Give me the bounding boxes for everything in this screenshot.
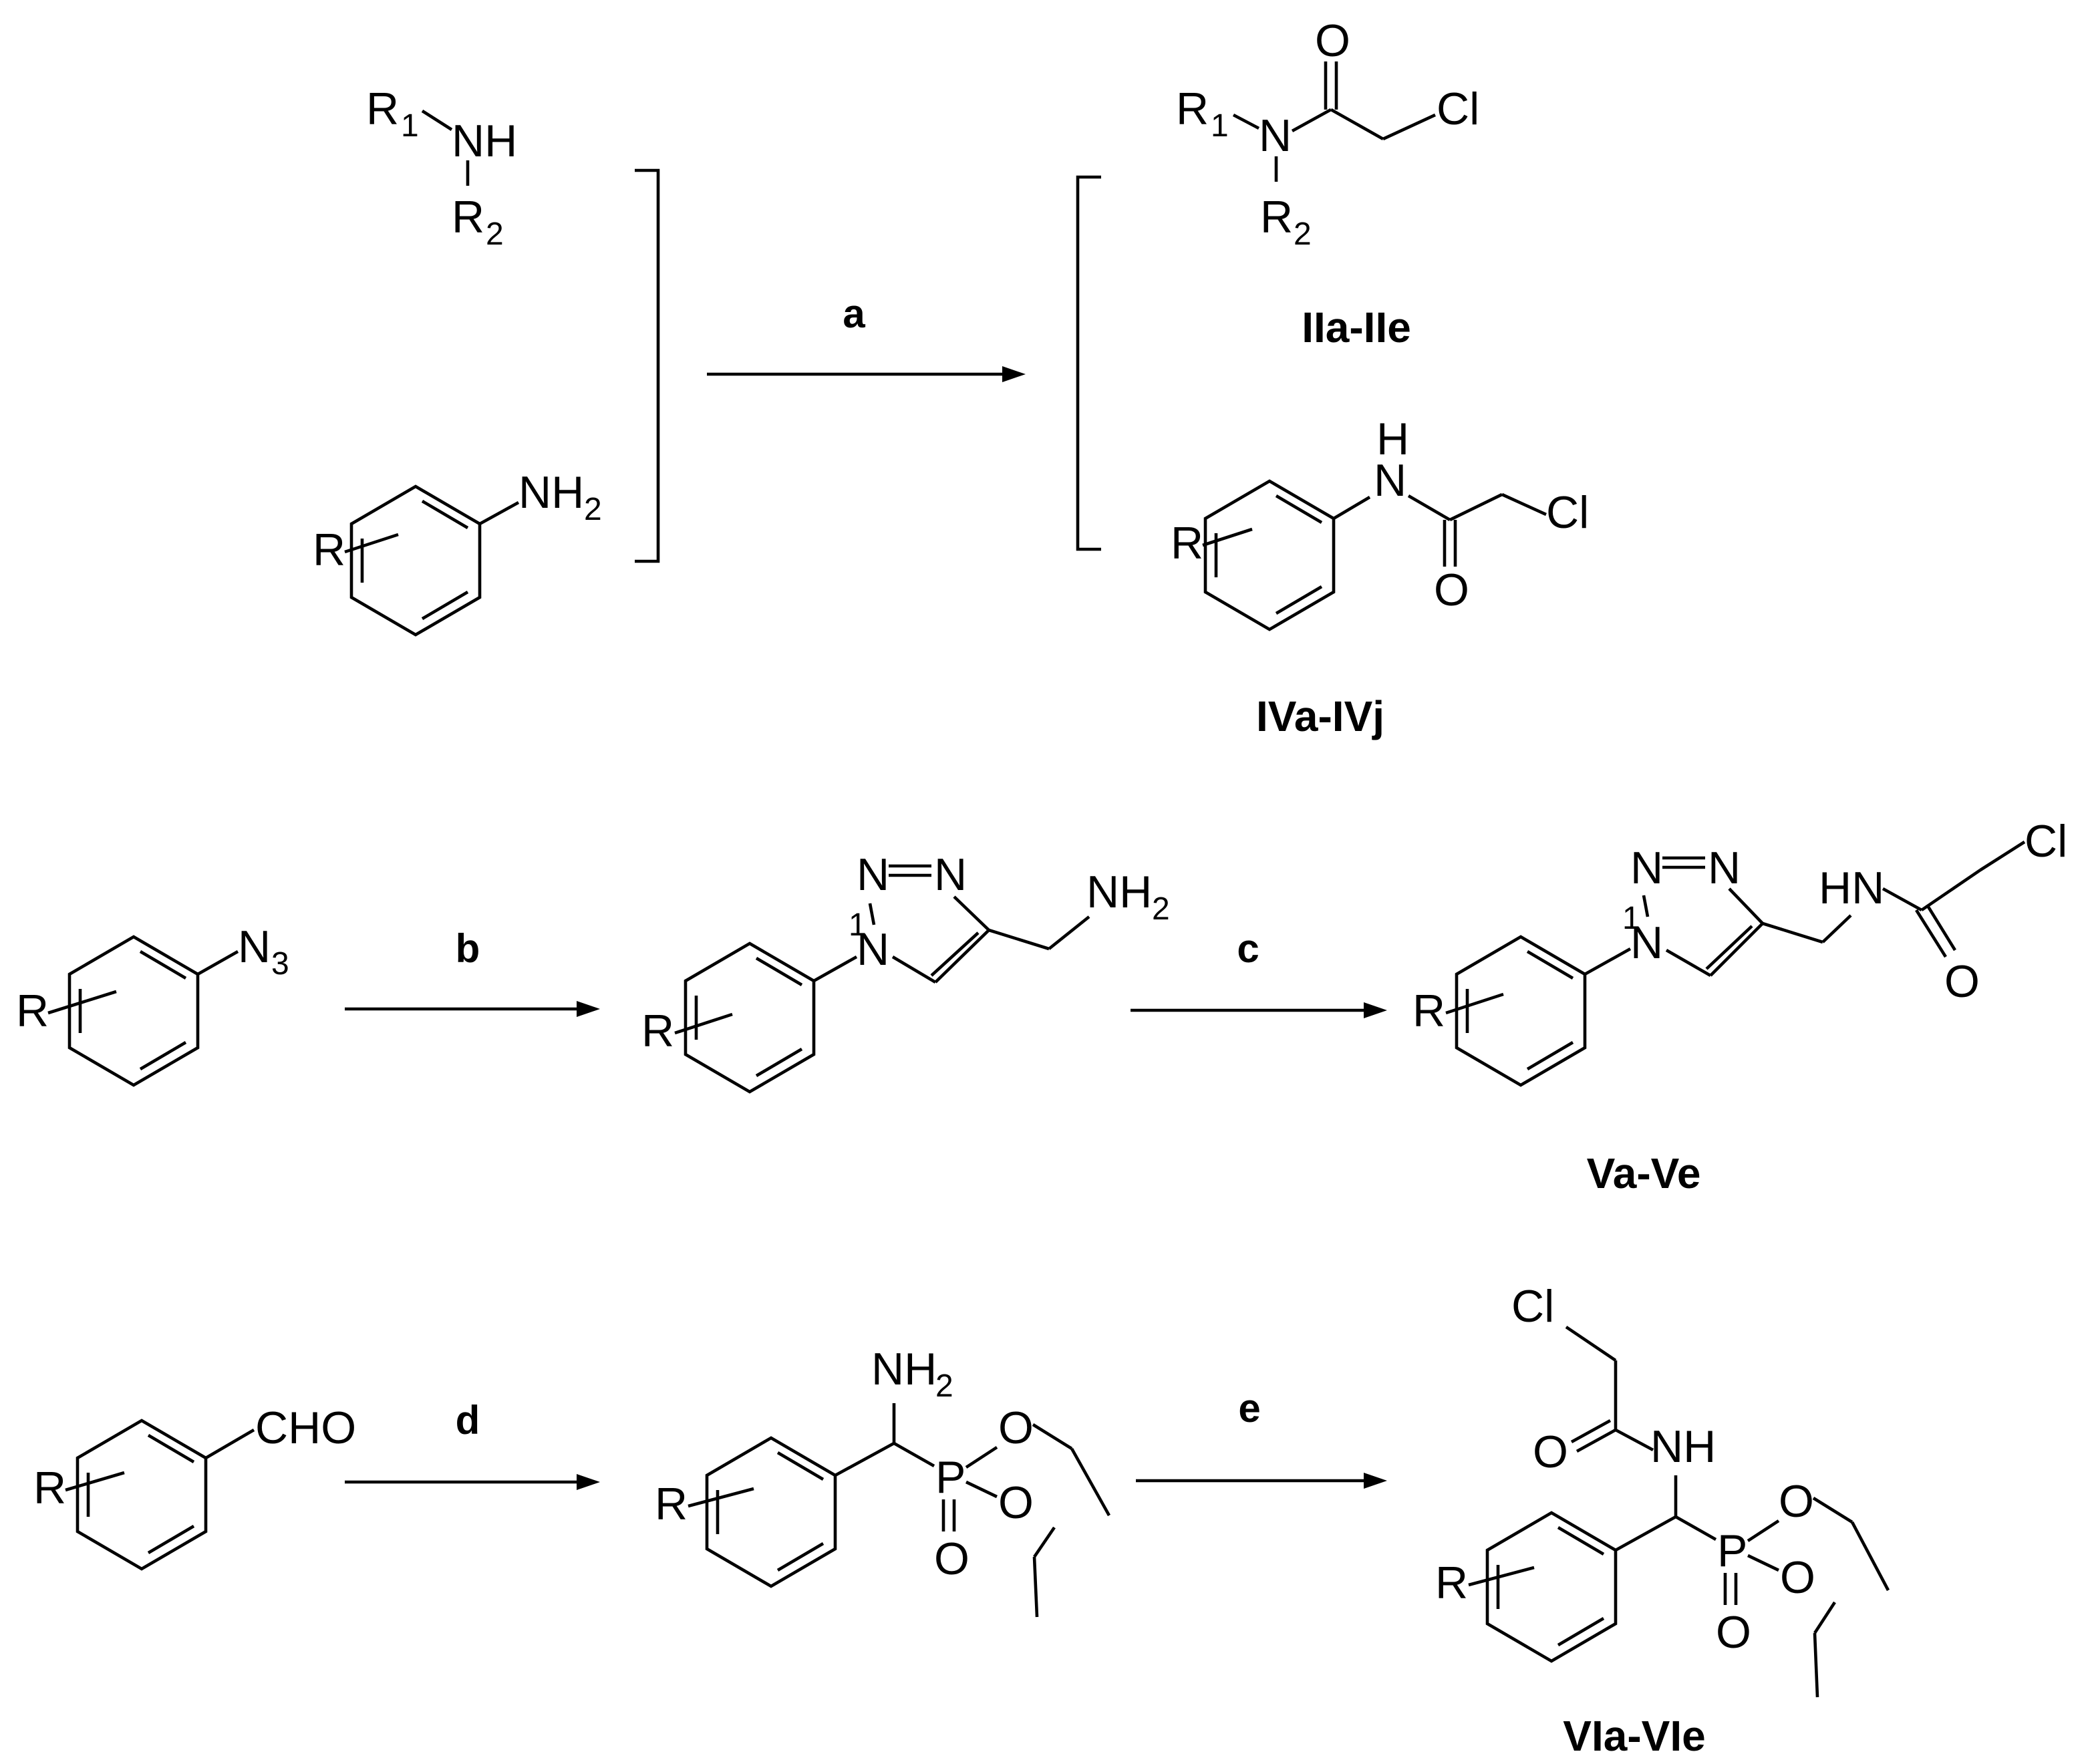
via-o1-label: O xyxy=(1779,1476,1814,1527)
via-po-label: O xyxy=(1716,1607,1751,1658)
iia-r1-subscript: 1 xyxy=(1211,108,1229,144)
reagent-e-label: e xyxy=(1238,1386,1260,1431)
iva-nh-n-label: N xyxy=(1374,455,1406,506)
left-bracket-reactants xyxy=(635,168,660,563)
iia-o-label: O xyxy=(1315,15,1350,66)
azide-n3-label: N xyxy=(238,921,271,972)
triazole-amine-nh2-subscript: 2 xyxy=(1152,891,1170,927)
aryl-azide: N 3 R xyxy=(16,921,289,1087)
r2-subscript: 2 xyxy=(486,216,504,252)
compound-label-va-ve: Va-Ve xyxy=(1587,1149,1701,1197)
r1-label: R xyxy=(366,84,399,134)
via-r-label: R xyxy=(1435,1558,1468,1608)
va-r-label: R xyxy=(1412,986,1445,1036)
triazole-amine-n3-label: N xyxy=(934,849,967,900)
triazole-amine-n1-label: N xyxy=(857,924,889,975)
aminophosphonate-o1-label: O xyxy=(998,1403,1034,1453)
aniline-nh2-subscript: 2 xyxy=(584,492,602,527)
aminophosphonate: R NH 2 P O O O xyxy=(655,1344,1111,1618)
triazole-amine: R N 1 N N NH 2 xyxy=(641,849,1170,1094)
va-n2-label: N xyxy=(1630,843,1663,893)
via-o2-label: O xyxy=(1780,1552,1815,1603)
reagent-c-label: c xyxy=(1237,926,1259,971)
iia-r1-label: R xyxy=(1176,84,1209,134)
r1-subscript: 1 xyxy=(401,108,419,144)
compound-label-via-vie: VIa-VIe xyxy=(1563,1712,1705,1760)
aminophosphonate-o2-label: O xyxy=(998,1477,1034,1528)
via-cl-label: Cl xyxy=(1511,1281,1554,1332)
amine-r1-nh-r2: R 1 NH R 2 xyxy=(366,84,517,252)
triazole-amine-nh2-label: NH xyxy=(1086,867,1152,917)
arrow-d-head xyxy=(577,1474,600,1490)
triazole-amine-position-1: 1 xyxy=(849,907,867,943)
chloroacetanilide-iva: N H O Cl R xyxy=(1171,414,1589,631)
iia-r2-subscript: 2 xyxy=(1294,216,1312,252)
aldehyde-r-label: R xyxy=(33,1463,66,1513)
arrow-a-head xyxy=(1002,366,1026,382)
iva-nh-h-label: H xyxy=(1376,414,1409,464)
arrow-b-head xyxy=(577,1001,600,1017)
aniline: NH 2 R xyxy=(313,467,602,637)
arrow-c-head xyxy=(1364,1002,1387,1018)
aminophosphonate-nh2-label: NH xyxy=(871,1344,937,1394)
aldehyde-cho-label: CHO xyxy=(255,1403,356,1453)
va-cl-label: Cl xyxy=(2025,816,2067,867)
right-bracket-products xyxy=(1076,175,1101,551)
via-nh-label: NH xyxy=(1650,1421,1716,1472)
iia-n-label: N xyxy=(1259,110,1292,161)
iia-r2-label: R xyxy=(1260,192,1293,243)
aniline-nh2-label: NH xyxy=(518,467,584,518)
va-position-1: 1 xyxy=(1622,901,1640,936)
via-p-label: P xyxy=(1717,1525,1747,1576)
va-o-label: O xyxy=(1944,956,1980,1007)
aminophosphonate-p-label: P xyxy=(935,1452,965,1503)
va-n1-label: N xyxy=(1630,917,1663,968)
r2-label: R xyxy=(452,192,484,243)
aminophosphonate-r-label: R xyxy=(655,1479,688,1529)
aminophosphonate-po-label: O xyxy=(934,1533,970,1584)
triazole-amine-n2-label: N xyxy=(857,849,889,900)
chloroacetyl-aminophosphonate-via: R NH Cl O P O O O xyxy=(1435,1281,1890,1698)
aniline-r-label: R xyxy=(313,525,345,575)
arrow-e-head xyxy=(1364,1473,1387,1489)
reagent-d-label: d xyxy=(456,1398,480,1443)
iva-o-label: O xyxy=(1434,565,1469,615)
compound-label-iva-ivj: IVa-IVj xyxy=(1256,692,1384,740)
nh-label: NH xyxy=(452,116,517,166)
azide-r-label: R xyxy=(16,986,49,1036)
chloroacetamide-iia: R 1 N O Cl R 2 xyxy=(1176,15,1479,252)
via-carbonyl-o-label: O xyxy=(1533,1427,1568,1477)
va-n3-label: N xyxy=(1708,843,1741,893)
azide-n3-subscript: 3 xyxy=(271,946,289,982)
va-hn-label: HN xyxy=(1819,863,1884,913)
reagent-a-label: a xyxy=(843,291,865,336)
aminophosphonate-nh2-subscript: 2 xyxy=(935,1368,953,1404)
iia-cl-label: Cl xyxy=(1437,84,1479,134)
reagent-b-label: b xyxy=(456,926,480,971)
triazole-amine-r-label: R xyxy=(641,1006,674,1056)
triazole-chloroacetamide-va: R N 1 N N HN Cl O xyxy=(1412,816,2067,1087)
iva-r-label: R xyxy=(1171,518,1203,569)
compound-label-iia-iie: IIa-IIe xyxy=(1302,303,1411,351)
benzaldehyde: CHO R xyxy=(33,1403,356,1571)
iva-cl-label: Cl xyxy=(1546,487,1589,538)
